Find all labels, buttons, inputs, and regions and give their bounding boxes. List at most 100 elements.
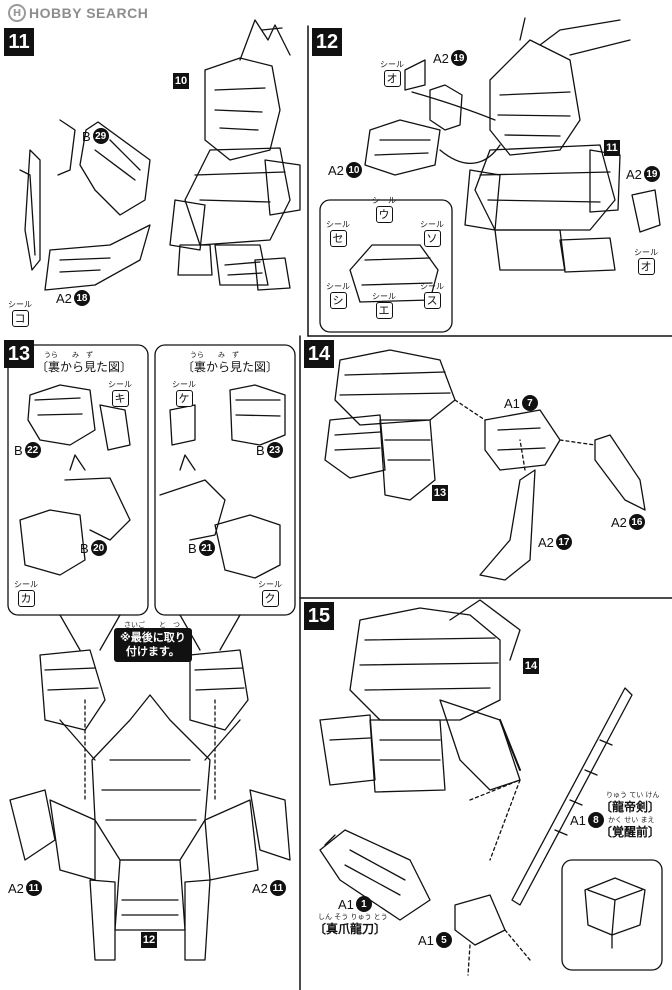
step13-part-b20: B 20 — [80, 540, 107, 556]
part-letter: B — [188, 540, 197, 556]
seal-word: シール — [8, 300, 32, 309]
part-letter: A1 — [418, 932, 434, 948]
seal-glyph: ウ — [375, 206, 393, 223]
part-number-badge: 18 — [73, 290, 90, 306]
step14-ref-part: 13 — [432, 485, 448, 501]
part-number-badge: 29 — [92, 128, 109, 144]
step15-part-a1-1: A1 1 — [338, 896, 372, 912]
step14-part-a2-17: A2 17 — [538, 534, 572, 550]
seal-glyph: キ — [111, 390, 129, 407]
step14-drawing — [324, 349, 646, 581]
note-line-2: 付けます。 — [125, 645, 180, 658]
seal-glyph: オ — [637, 258, 655, 275]
step12-seal-e: シール エ — [372, 292, 396, 319]
step15-shinsou-label: 〔真爪龍刀〕 — [314, 922, 387, 936]
step12-part-a2-10: A2 10 — [328, 162, 362, 178]
step15-part-a1-8: A1 8 — [570, 812, 604, 828]
part-number-badge: 16 — [628, 514, 645, 530]
site-header: H HOBBY SEARCH — [0, 0, 672, 26]
step11-part-a2-18: A2 18 — [56, 290, 90, 306]
step15-kakusei-label: 〔覚醒前〕 — [600, 825, 661, 839]
step13-part-b21: B 21 — [188, 540, 215, 556]
step12-seal-se: シール セ — [326, 220, 350, 247]
seal-word: シール — [372, 196, 396, 205]
part-letter: A2 — [611, 514, 627, 530]
part-letter: B — [80, 540, 89, 556]
step14-part-a2-16: A2 16 — [611, 514, 645, 530]
part-letter: A1 — [338, 896, 354, 912]
step12-seal-o-top: シール オ — [380, 60, 404, 87]
seal-glyph: エ — [375, 302, 393, 319]
step12-ref-part: 11 — [604, 140, 620, 156]
part-number-badge: 11 — [269, 880, 286, 896]
seal-glyph: カ — [17, 590, 35, 607]
seal-word: シール — [172, 380, 196, 389]
seal-glyph: ス — [423, 292, 441, 309]
step13-part-b23: B 23 — [256, 442, 283, 458]
step12-part-a2-19-top: A2 19 — [433, 50, 467, 66]
step12-seal-su: シール ス — [420, 282, 444, 309]
seal-word: シール — [258, 580, 282, 589]
step11-seal-ko: シール コ — [8, 300, 32, 327]
step11-robot-drawing — [19, 19, 301, 291]
step13-part-a2-11-left: A2 11 — [8, 880, 42, 896]
step12-seal-shi: シール シ — [326, 282, 350, 309]
seal-word: シール — [372, 292, 396, 301]
step13-attach-last-note: ※最後に取り 付けます。 — [114, 628, 192, 662]
step-14-number: 14 — [304, 340, 334, 368]
site-logo-text: HOBBY SEARCH — [29, 5, 149, 21]
step11-ref-part: 10 — [173, 73, 189, 89]
part-number-badge: 19 — [450, 50, 467, 66]
part-letter: A1 — [570, 812, 586, 828]
step15-kakusei-ruby: かく せい まえ — [608, 816, 655, 824]
seal-word: シール — [14, 580, 38, 589]
step13-left-view-title: 〔裏から見た図〕 — [36, 360, 133, 374]
part-letter: A2 — [433, 50, 449, 66]
step13-seal-ka: シール カ — [14, 580, 38, 607]
step-11-number: 11 — [4, 28, 34, 56]
seal-glyph: コ — [11, 310, 29, 327]
step15-ryuteiken-label: 〔龍帝剣〕 — [600, 800, 661, 814]
part-number-badge: 22 — [24, 442, 41, 458]
step12-part-a2-19-right: A2 19 — [626, 166, 660, 182]
part-number-badge: 23 — [266, 442, 283, 458]
step13-part-a2-11-right: A2 11 — [252, 880, 286, 896]
step15-ryuteiken-ruby: りゅう てい けん — [606, 791, 660, 799]
part-letter: A2 — [252, 880, 268, 896]
part-letter: A2 — [8, 880, 24, 896]
part-letter: A2 — [626, 166, 642, 182]
seal-glyph: シ — [329, 292, 347, 309]
seal-glyph: ケ — [175, 390, 193, 407]
step11-part-b29: B 29 — [82, 128, 109, 144]
step13-ref-part: 12 — [141, 932, 157, 948]
step15-ref-part: 14 — [523, 658, 539, 674]
step13-right-view-ruby: うら み ず — [190, 351, 239, 359]
part-number-badge: 1 — [355, 896, 372, 912]
step-12-number: 12 — [312, 28, 342, 56]
part-number-badge: 11 — [25, 880, 42, 896]
step12-seal-so: シール ソ — [420, 220, 444, 247]
seal-word: シール — [634, 248, 658, 257]
step13-seal-ke: シール ケ — [172, 380, 196, 407]
step13-seal-ku: シール ク — [258, 580, 282, 607]
step15-drawing — [319, 599, 663, 976]
part-number-badge: 17 — [555, 534, 572, 550]
step13-seal-ki: シール キ — [108, 380, 132, 407]
seal-glyph: ク — [261, 590, 279, 607]
step12-seal-u: シール ウ — [372, 196, 396, 223]
seal-word: シール — [380, 60, 404, 69]
seal-word: シール — [420, 282, 444, 291]
seal-word: シール — [326, 220, 350, 229]
part-number-badge: 10 — [345, 162, 362, 178]
step15-shinsou-ruby: しん そう りゅう とう — [318, 913, 388, 921]
part-letter: A2 — [328, 162, 344, 178]
part-number-badge: 19 — [643, 166, 660, 182]
seal-glyph: オ — [383, 70, 401, 87]
step-13-number: 13 — [4, 340, 34, 368]
step15-part-a1-5: A1 5 — [418, 932, 452, 948]
step14-part-a1-7: A1 7 — [504, 395, 538, 411]
step13-drawing — [7, 344, 296, 961]
part-number-badge: 8 — [587, 812, 604, 828]
seal-glyph: セ — [329, 230, 347, 247]
